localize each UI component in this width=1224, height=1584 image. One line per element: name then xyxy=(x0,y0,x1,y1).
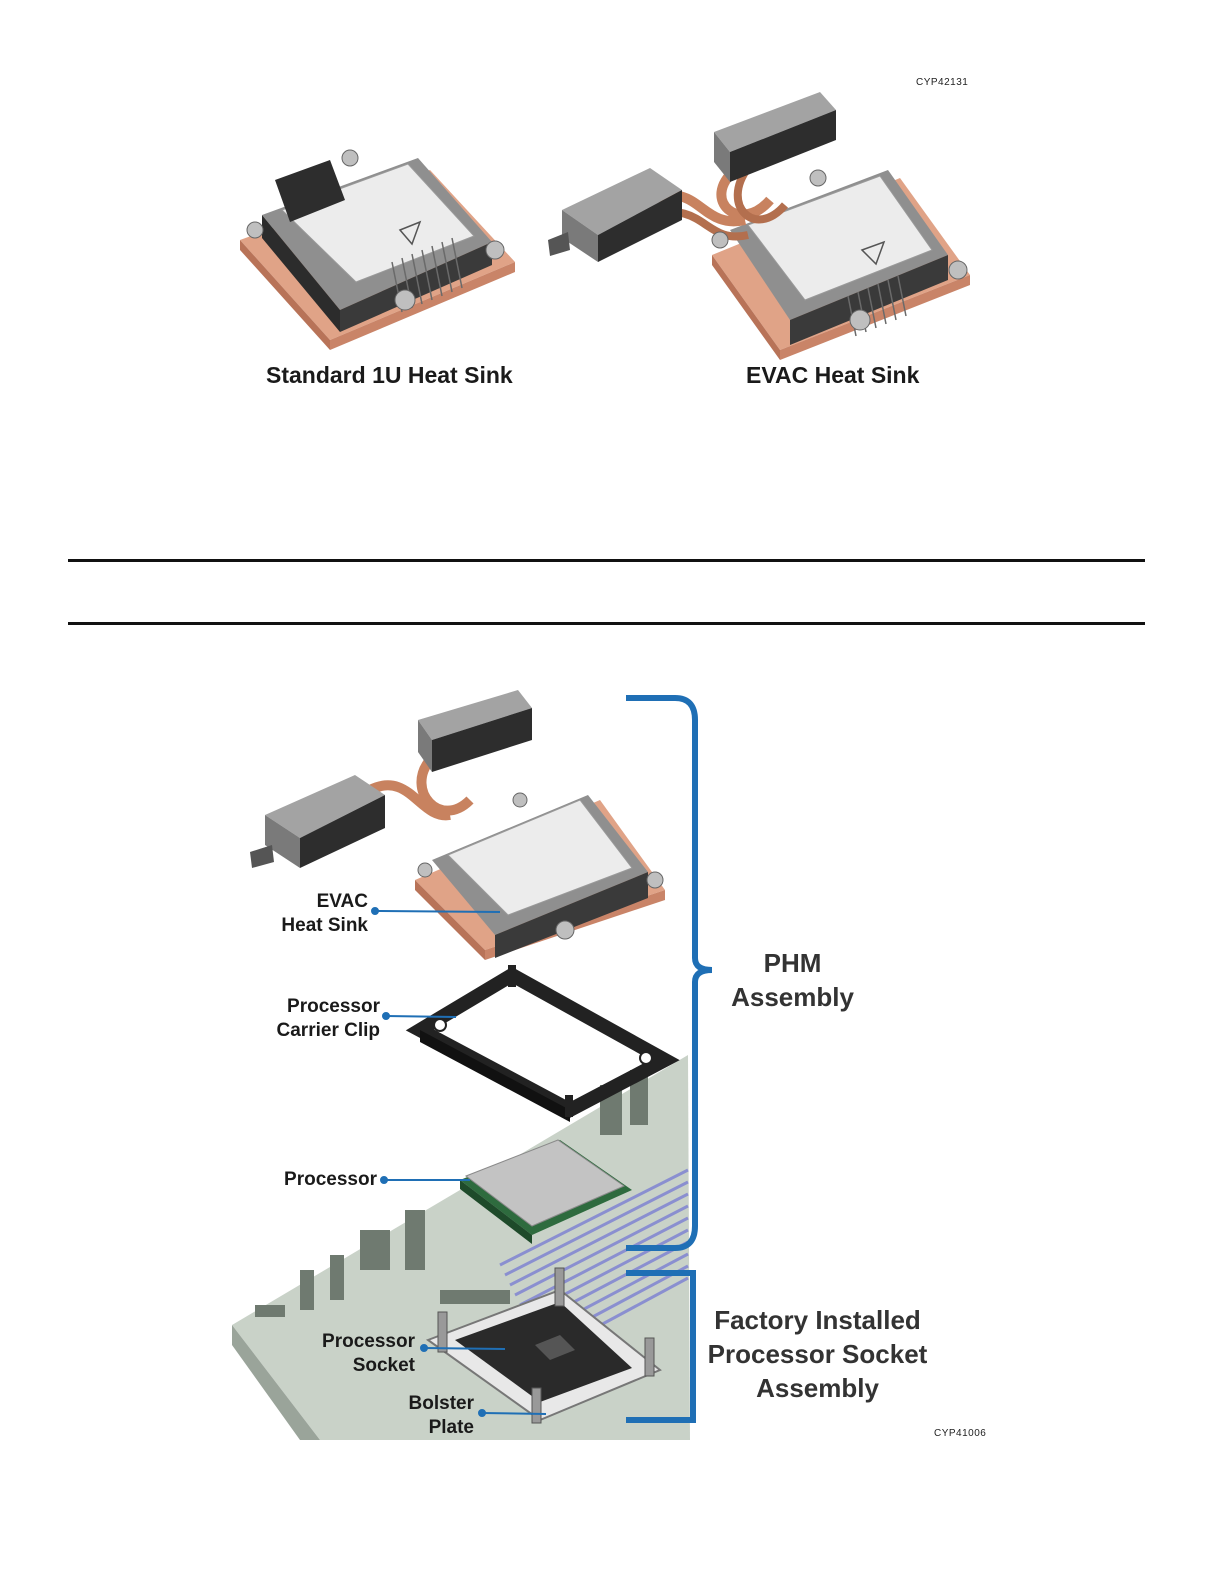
label-evac-heat-sink: EVAC Heat Sink xyxy=(260,890,368,938)
label-phm-assembly: PHM Assembly xyxy=(710,946,875,1014)
callout-evac xyxy=(375,911,500,912)
label-carrier-clip: Processor Carrier Clip xyxy=(250,995,380,1043)
standard-heat-sink-image xyxy=(240,150,515,350)
caption-standard-heat-sink: Standard 1U Heat Sink xyxy=(266,362,513,389)
phm-bracket xyxy=(626,698,712,1248)
callout-bolster xyxy=(482,1413,546,1414)
carrier-clip-image xyxy=(420,965,665,1122)
callout-socket xyxy=(424,1348,505,1349)
label-processor: Processor xyxy=(250,1168,377,1192)
label-factory-socket-assembly: Factory Installed Processor Socket Assem… xyxy=(700,1303,935,1405)
label-bolster-plate: Bolster Plate xyxy=(380,1392,474,1440)
divider-bottom xyxy=(68,622,1145,625)
figure-code-bottom: CYP41006 xyxy=(934,1428,986,1439)
figure-code-top: CYP42131 xyxy=(916,77,968,88)
processor-image xyxy=(460,1140,632,1244)
caption-evac-heat-sink: EVAC Heat Sink xyxy=(746,362,919,389)
motherboard-image xyxy=(232,1055,690,1440)
label-processor-socket: Processor Socket xyxy=(300,1330,415,1378)
factory-bracket xyxy=(626,1273,693,1420)
callout-clip xyxy=(386,1016,456,1017)
evac-heat-sink-image xyxy=(548,92,970,360)
divider-top xyxy=(68,559,1145,562)
